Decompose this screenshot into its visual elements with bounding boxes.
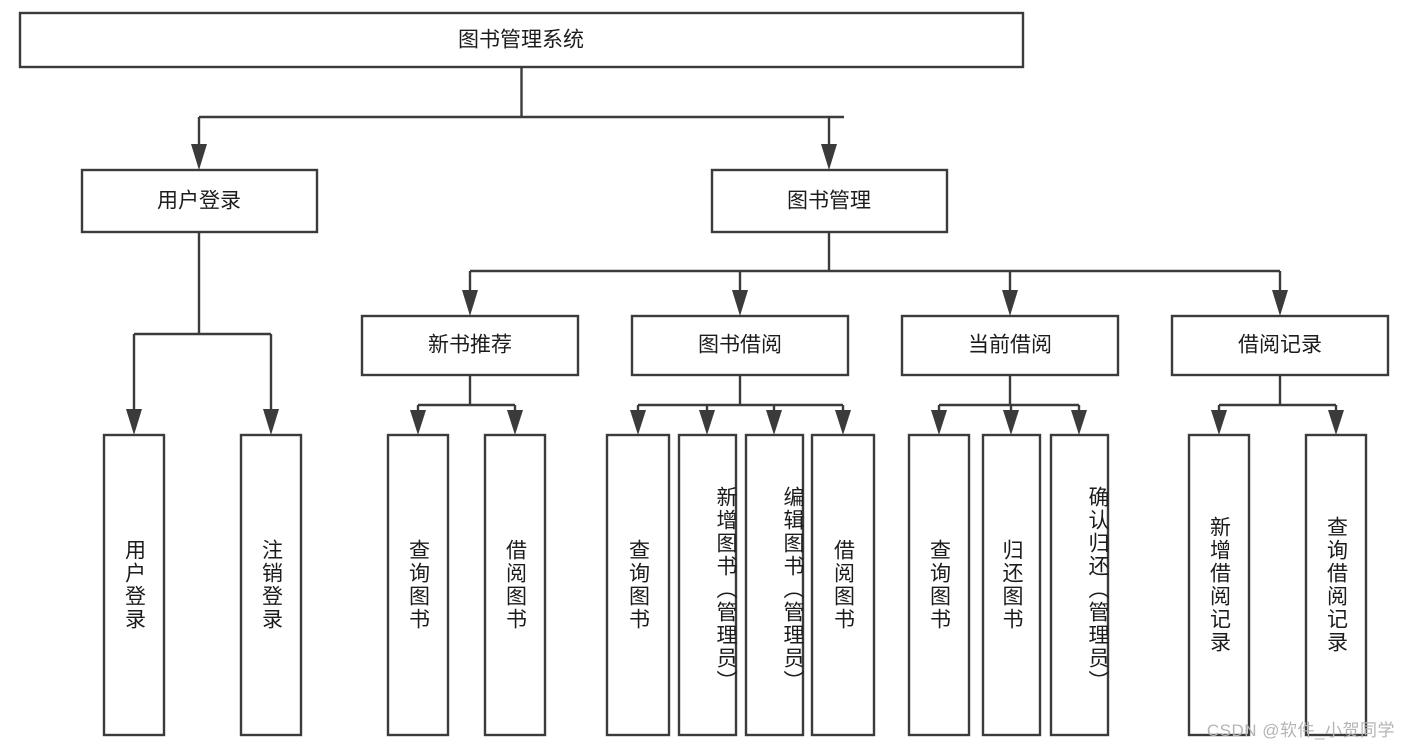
node-new-book-recommend-box[interactable] [360,314,580,377]
node-root-label: 图书管理系统 [458,29,584,52]
arrow-newbook-leaf-1 [410,410,426,435]
node-book-borrow[interactable]: 图书借阅 [630,314,850,377]
leaf-box-user-login[interactable] [102,433,166,737]
node-book-borrow-label: 图书借阅 [698,334,782,357]
leaf-box-user-logout[interactable] [239,433,303,737]
csdn-watermark: CSDN @软件_小贺同学 [1206,721,1395,740]
arrow-newbook-leaf-2 [507,410,523,435]
arrow-bookmanage-child-3 [1002,290,1018,316]
arrow-bookmanage-child-2 [732,290,748,316]
arrow-currentborrow-leaf-3 [1071,410,1087,435]
node-current-borrow-label: 当前借阅 [968,334,1052,357]
leaf-box-query-book-current[interactable] [907,433,971,737]
leaf-box-edit-book[interactable] [744,433,805,737]
arrow-root-to-book-manage [821,144,837,170]
node-new-book-recommend-label: 新书推荐 [428,334,512,357]
arrow-bookmanage-child-4 [1272,290,1288,316]
node-book-manage-box[interactable] [710,168,949,234]
leaf-box-query-book-borrow[interactable] [605,433,671,737]
leaf-box-layer [102,433,1368,737]
leaf-box-return-book[interactable] [981,433,1042,737]
arrow-borrowrecord-leaf-2 [1328,410,1344,435]
arrow-borrowrecord-leaf-1 [1211,410,1227,435]
node-book-manage-label: 图书管理 [787,190,871,213]
arrow-bookborrow-leaf-2 [699,410,715,435]
node-current-borrow[interactable]: 当前借阅 [900,314,1120,377]
arrow-userlogin-child-1 [126,409,142,435]
node-user-login[interactable]: 用户登录 [80,168,319,234]
connector-layer [126,67,1344,435]
node-current-borrow-box[interactable] [900,314,1120,377]
arrow-userlogin-child-2 [263,409,279,435]
node-new-book-recommend[interactable]: 新书推荐 [360,314,580,377]
node-user-login-box[interactable] [80,168,319,234]
leaf-box-add-book[interactable] [677,433,738,737]
arrow-bookborrow-leaf-1 [630,410,646,435]
arrow-bookborrow-leaf-4 [835,410,851,435]
node-book-borrow-box[interactable] [630,314,850,377]
node-borrow-record-box[interactable] [1170,314,1390,377]
node-book-manage[interactable]: 图书管理 [710,168,949,234]
arrow-currentborrow-leaf-2 [1003,410,1019,435]
node-user-login-label: 用户登录 [157,190,241,213]
arrow-bookborrow-leaf-3 [766,410,782,435]
arrow-root-to-user-login [191,144,207,170]
arrow-bookmanage-child-1 [462,290,478,316]
node-borrow-record[interactable]: 借阅记录 [1170,314,1390,377]
leaf-box-query-book-rec[interactable] [386,433,450,737]
node-root[interactable]: 图书管理系统 [18,11,1025,69]
arrow-currentborrow-leaf-1 [931,410,947,435]
leaf-box-borrow-book[interactable] [810,433,876,737]
leaf-box-query-record[interactable] [1304,433,1368,737]
leaf-box-add-record[interactable] [1187,433,1251,737]
leaf-box-confirm-return[interactable] [1049,433,1110,737]
node-root-box[interactable] [18,11,1025,69]
leaf-box-borrow-book-rec[interactable] [483,433,547,737]
node-borrow-record-label: 借阅记录 [1238,334,1322,357]
